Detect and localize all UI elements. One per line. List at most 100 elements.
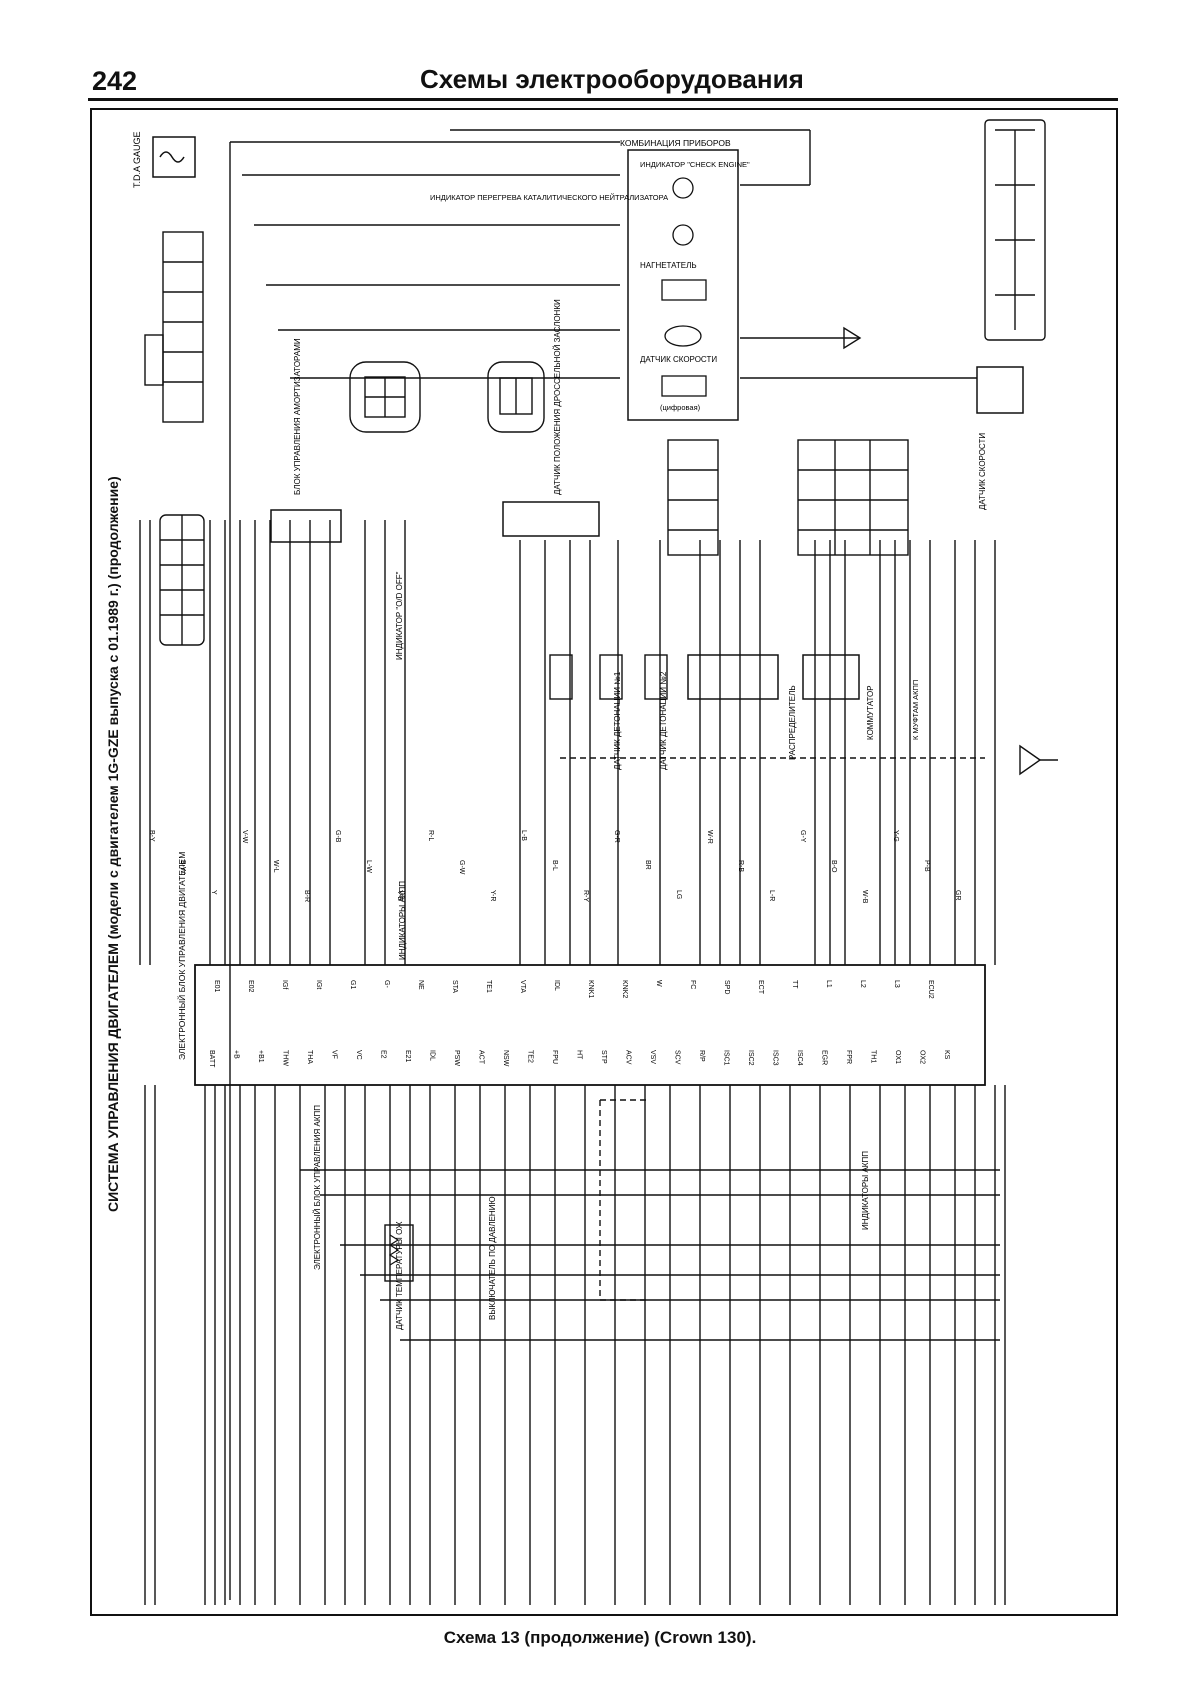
pressure-switch-label: ВЫКЛЮЧАТЕЛЬ ПО ДАВЛЕНИЮ (488, 1196, 497, 1320)
wire-code: V-W (241, 830, 248, 844)
knock1-label: ДАТЧИК ДЕТОНАЦИИ №1 (613, 671, 622, 770)
wire-code: B-O (830, 860, 837, 873)
diagram-frame (90, 108, 1118, 1616)
ecu-pin-top: G- (383, 980, 390, 988)
wire-code: G-Y (799, 830, 806, 843)
throttle-sensor: ДАТЧИК ПОЛОЖЕНИЯ ДРОССЕЛЬНОЙ ЗАСЛОНКИ (502, 299, 600, 537)
ecu-pin-bottom: PSW (453, 1050, 460, 1066)
ecu-pin-bottom: ISC1 (723, 1050, 730, 1066)
at-indicators2-label: ИНДИКАТОРЫ АКПП (861, 1151, 870, 1230)
ecu-pin-top: ECT (757, 980, 764, 995)
connector-left-2 (159, 514, 205, 646)
wire-code: B-W (179, 860, 186, 874)
ecu-pin-bottom: STP (600, 1050, 607, 1064)
ecu-pin-top: G1 (349, 980, 356, 989)
ecu-pin-bottom: BATT (208, 1050, 215, 1068)
ground-symbol (843, 326, 1058, 776)
page-number: 242 (92, 66, 138, 96)
wire-code: G-R (613, 830, 620, 843)
ecu-pin-top: E02 (247, 980, 254, 993)
wire-code: B-R (303, 890, 310, 902)
wire-code: B-Y (148, 830, 155, 842)
ecu-at-label: ЭЛЕКТРОННЫЙ БЛОК УПРАВЛЕНИЯ АКПП (313, 1105, 322, 1270)
wire-code: Y-G (892, 830, 899, 842)
ecu: ЭЛЕКТРОННЫЙ БЛОК УПРАВЛЕНИЯ ДВИГАТЕЛЕМ E… (176, 852, 986, 1086)
wire-code: GR (954, 890, 961, 901)
ecu-pin-bottom: THW (282, 1050, 289, 1066)
wire-code: W-L (272, 860, 279, 873)
ecu-pin-top: L1 (825, 980, 832, 988)
ecu-pin-top: TT (791, 980, 798, 989)
wire-code: G-B (334, 830, 341, 843)
distributor-label: РАСПРЕДЕЛИТЕЛЬ (788, 685, 797, 760)
ecu-pin-bottom: THA (306, 1050, 313, 1064)
ecu-pin-top: KNK1 (587, 980, 594, 998)
connector-round-2 (487, 361, 545, 433)
wires (139, 129, 1006, 1605)
ecu-pin-bottom: EGR (821, 1050, 828, 1065)
ecu-pin-top: W (655, 980, 662, 987)
distributor: РАСПРЕДЕЛИТЕЛЬ (687, 654, 797, 760)
throttle-sensor-label: ДАТЧИК ПОЛОЖЕНИЯ ДРОССЕЛЬНОЙ ЗАСЛОНКИ (553, 299, 562, 495)
connector-mid-2 (797, 439, 909, 556)
ecu-pin-bottom: TH1 (870, 1050, 877, 1063)
to-at-label: К МУФТАМ АКПП (911, 680, 920, 740)
wire-code: L-B (520, 830, 527, 841)
ecu-pin-top: ECU2 (927, 980, 934, 999)
wire-code: Y (210, 890, 217, 895)
connector-mid-1 (667, 439, 719, 556)
supercharger-label: НАГНЕТАТЕЛЬ (640, 261, 697, 270)
ecu-pin-top: FC (689, 980, 696, 989)
wire-code: W-R (706, 830, 713, 844)
ecu-pin-top: L2 (859, 980, 866, 988)
wire-code: L-R (768, 890, 775, 901)
header-rule (88, 98, 1118, 101)
ecu-pin-top: VTA (519, 980, 526, 993)
ecu-pin-bottom: KS (943, 1050, 950, 1060)
at-control-unit: БЛОК УПРАВЛЕНИЯ АМОРТИЗАТОРАМИ (270, 338, 342, 543)
at-control-unit-label: БЛОК УПРАВЛЕНИЯ АМОРТИЗАТОРАМИ (293, 338, 302, 495)
ecu-pin-bottom: ACV (625, 1050, 632, 1065)
ecu-pin-bottom: SCV (674, 1050, 681, 1065)
ecu-pin-bottom: VC (355, 1050, 362, 1060)
wire-code: R-L (427, 830, 434, 841)
wire-code: Y-R (489, 890, 496, 901)
instrument-cluster-label: КОМБИНАЦИЯ ПРИБОРОВ (620, 138, 731, 148)
connector-round-1 (349, 361, 421, 433)
ecu-pin-bottom: HT (576, 1050, 583, 1060)
ecu-pin-top: TE1 (485, 980, 492, 993)
speed-sensor-label: ДАТЧИК СКОРОСТИ (978, 433, 987, 510)
ecu-pin-bottom: FPR (845, 1050, 852, 1064)
ecu-pin-top: SPD (723, 980, 730, 994)
wire-code: B-L (551, 860, 558, 871)
wire-code: Y-B (396, 890, 403, 901)
ecu-pin-bottom: VF (331, 1050, 338, 1059)
connector-right-top (984, 119, 1046, 341)
commutator-label: КОММУТАТОР (866, 685, 875, 740)
knock2-label: ДАТЧИК ДЕТОНАЦИИ №2 (659, 671, 668, 770)
ecu-pin-bottom: OX1 (894, 1050, 901, 1064)
ecu-pin-top: IDL (553, 980, 560, 991)
ecu-pin-bottom: +B1 (257, 1050, 264, 1063)
catalyst-overheat-label: ИНДИКАТОР ПЕРЕГРЕВА КАТАЛИТИЧЕСКОГО НЕЙТ… (430, 193, 668, 202)
od-indicator-label: ИНДИКАТОР "O/D OFF" (395, 571, 404, 660)
ecu-pin-bottom: E2 (380, 1050, 387, 1059)
ecu-pin-bottom: TE2 (527, 1050, 534, 1063)
tda-gauge: T.D.A GAUGE (132, 131, 196, 188)
ecu-pin-bottom: IDL (429, 1050, 436, 1061)
check-engine-label: ИНДИКАТОР "CHECK ENGINE" (640, 160, 750, 169)
ecu-pin-bottom: ISC3 (772, 1050, 779, 1066)
figure-caption: Схема 13 (продолжение) (Crown 130). (443, 1628, 757, 1647)
ecu-pin-bottom: NSW (502, 1050, 509, 1067)
wire-code: W-B (861, 890, 868, 904)
wire-code: LG (675, 890, 682, 899)
ecu-pin-top: KNK2 (621, 980, 628, 998)
ecu-pin-bottom: OX2 (919, 1050, 926, 1064)
speed-sensor: ДАТЧИК СКОРОСТИ (976, 366, 1024, 510)
wire-code: R-B (737, 860, 744, 872)
ecu-pin-top: E01 (213, 980, 220, 993)
knock-sensors (549, 654, 668, 700)
